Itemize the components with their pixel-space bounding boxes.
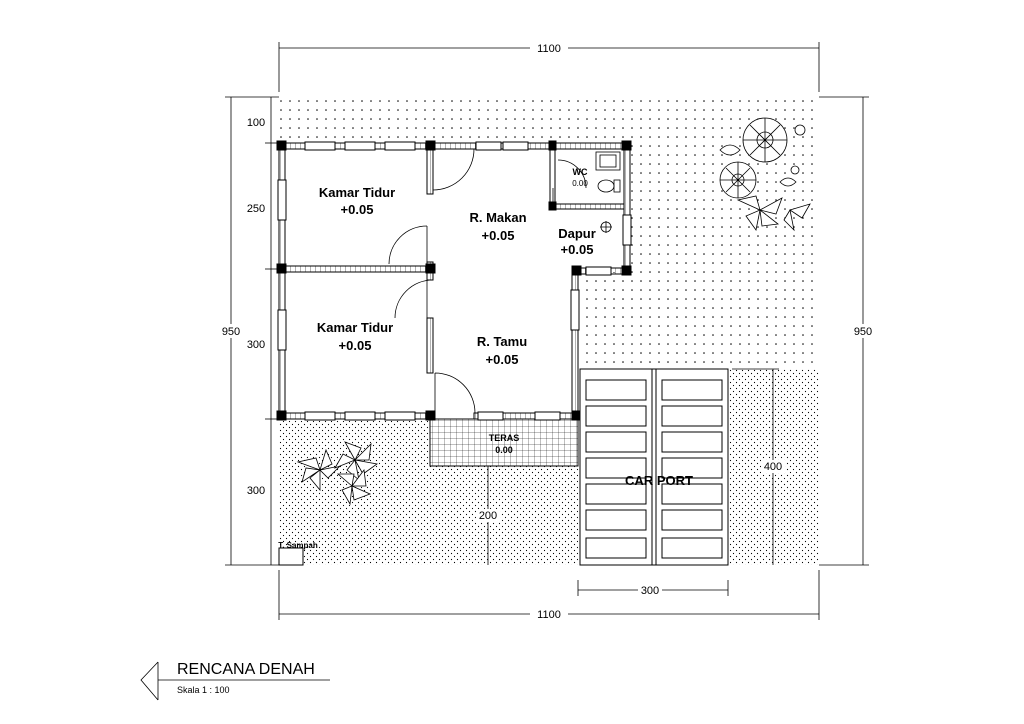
dim-250-bg [244,202,268,215]
dim-300b-bg [244,484,268,497]
room-label-teras: TERAS [489,433,520,443]
wc-fixtures [595,151,621,233]
room-level-tamu: +0.05 [486,352,519,367]
room-label-dapur: Dapur [558,226,596,241]
plan-scale: Skala 1 : 100 [177,685,230,695]
dim-200: 200 [479,510,497,522]
room-label-tamu: R. Tamu [477,334,527,349]
room-level-kamar-2: +0.05 [339,338,372,353]
dim-300c: 300 [641,585,659,597]
room-level-kamar-1: +0.05 [341,202,374,217]
dim-300c-bg [638,583,662,596]
room-level-makan: +0.05 [482,228,515,243]
room-level-wc: 0.00 [572,179,588,188]
windows [277,141,632,421]
room-label-wc: WC [573,167,588,177]
dim-300a-bg [244,338,268,351]
room-level-teras: 0.00 [495,445,513,455]
dim-top-bg [530,41,568,55]
dim-right-bg [851,324,875,338]
dim-250: 250 [247,203,265,215]
plant-icon-front [296,441,379,506]
room-level-dapur: +0.05 [561,242,594,257]
dim-300b: 300 [247,485,265,497]
trash-bin [278,547,304,566]
room-label-makan: R. Makan [469,210,526,225]
doors [388,148,587,414]
dim-bottom-bg [530,607,568,621]
room-label-carport: CAR PORT [625,473,693,488]
room-label-kamar-1: Kamar Tidur [319,185,395,200]
dim-100: 100 [247,117,265,129]
dim-200-bg [476,509,500,522]
carport-slab [579,368,729,566]
dim-right-total: 950 [854,326,872,338]
dim-left-bg [220,324,244,338]
title-marker [140,661,330,701]
dim-300a: 300 [247,339,265,351]
room-label-kamar-2: Kamar Tidur [317,320,393,335]
dim-bottom: 1100 [537,609,561,621]
dim-400: 400 [764,461,782,473]
dim-400-bg [761,460,785,473]
dim-100-bg [244,116,268,129]
plan-title: RENCANA DENAH [177,661,315,678]
dim-left-total: 950 [222,326,240,338]
dim-top: 1100 [537,43,561,55]
plant-icon [719,117,811,232]
label-trash-bin: T. Sampah [278,541,318,550]
